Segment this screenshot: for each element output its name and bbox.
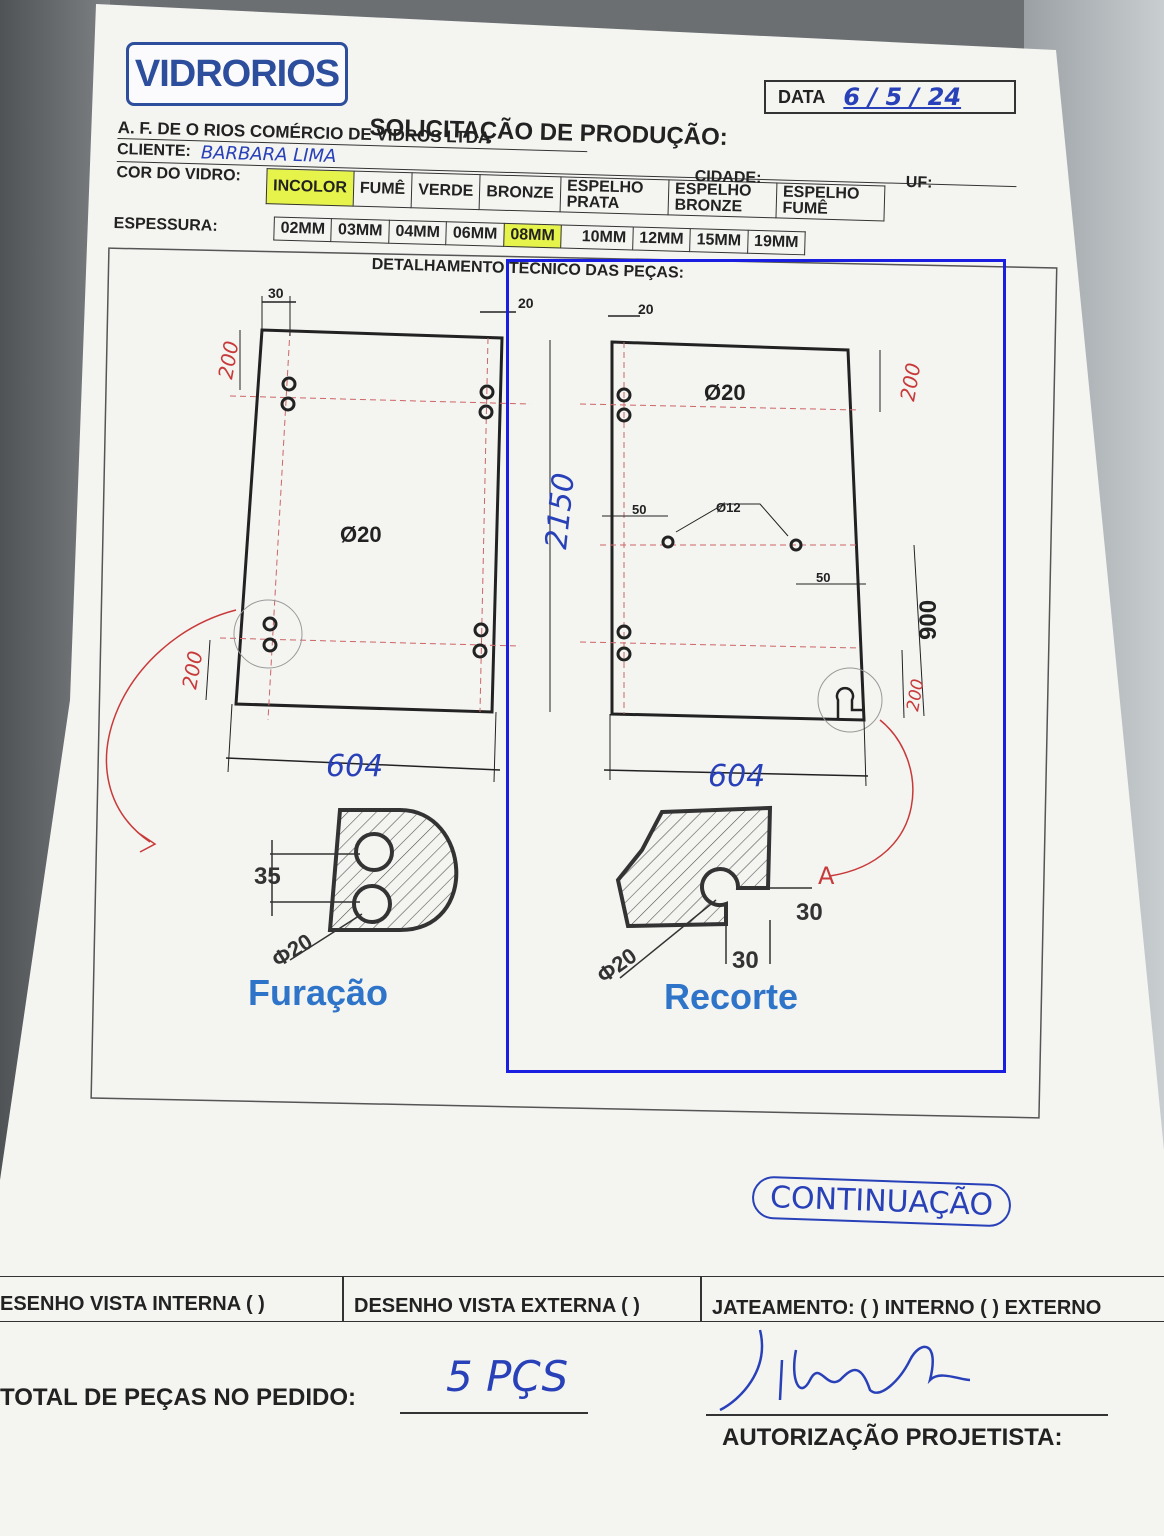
left-hole-label: Ø20 [340,522,382,547]
left-dim-top-hand: 200 [213,339,243,381]
left-width-hand: 604 [326,749,383,784]
right-height-hand: 2150 [539,471,582,551]
recorte-dim-30a: 30 [796,899,823,926]
right-top-dim: 20 [638,301,654,317]
signature [719,1329,971,1412]
right-piece [480,311,925,877]
furacao-shape [327,808,459,932]
brand-logo: VIDRORIOS [126,42,348,106]
right-top-dim-left: 20 [518,295,534,311]
recorte-marker: A [818,862,835,890]
footer-divider-2 [700,1277,702,1321]
left-piece [105,296,531,853]
right-dim-50a: 50 [632,502,646,517]
furacao-dim-35: 35 [254,863,281,890]
total-pieces-value: 5 PÇS [446,1352,569,1401]
furacao-caption: Furação [248,972,389,1013]
footer-divider-1 [342,1277,344,1321]
authorization-line [706,1414,1108,1416]
furacao-detail [270,808,459,961]
footer-options-row: ESENHO VISTA INTERNA ( ) DESENHO VISTA E… [0,1276,1164,1322]
date-value: 6 / 5 / 24 [843,83,962,111]
furacao-dim-phi: Φ20 [267,929,316,973]
recorte-detail [615,805,812,979]
authorization-label: AUTORIZAÇÃO PROJETISTA: [722,1424,1063,1451]
left-dim-bottom-hand: 200 [177,649,207,691]
annotation-box [506,259,1006,1073]
right-small-hole-label: Ø12 [716,500,741,515]
left-piece-outline [234,328,504,714]
date-label: DATA [778,86,826,107]
right-dim-900: 900 [915,600,942,640]
external-view-option: DESENHO VISTA EXTERNA ( ) [354,1295,640,1317]
right-width-hand: 604 [708,759,765,794]
recorte-dim-30b: 30 [732,947,759,974]
internal-view-option: ESENHO VISTA INTERNA ( ) [0,1293,265,1315]
right-dim-50b: 50 [816,570,830,585]
continuation-note: CONTINUAÇÃO [751,1175,1012,1228]
right-hole-label: Ø20 [704,380,746,405]
drawing-frame [90,247,1058,1119]
left-top-dim: 30 [268,285,284,301]
recorte-caption: Recorte [664,976,799,1017]
total-pieces-label: TOTAL DE PEÇAS NO PEDIDO: [0,1384,357,1411]
recorte-shape [615,805,773,929]
date-box: DATA 6 / 5 / 24 [764,80,1016,114]
sandblast-option: JATEAMENTO: ( ) INTERNO ( ) EXTERNO [712,1297,1102,1319]
total-pieces-line [400,1412,588,1414]
